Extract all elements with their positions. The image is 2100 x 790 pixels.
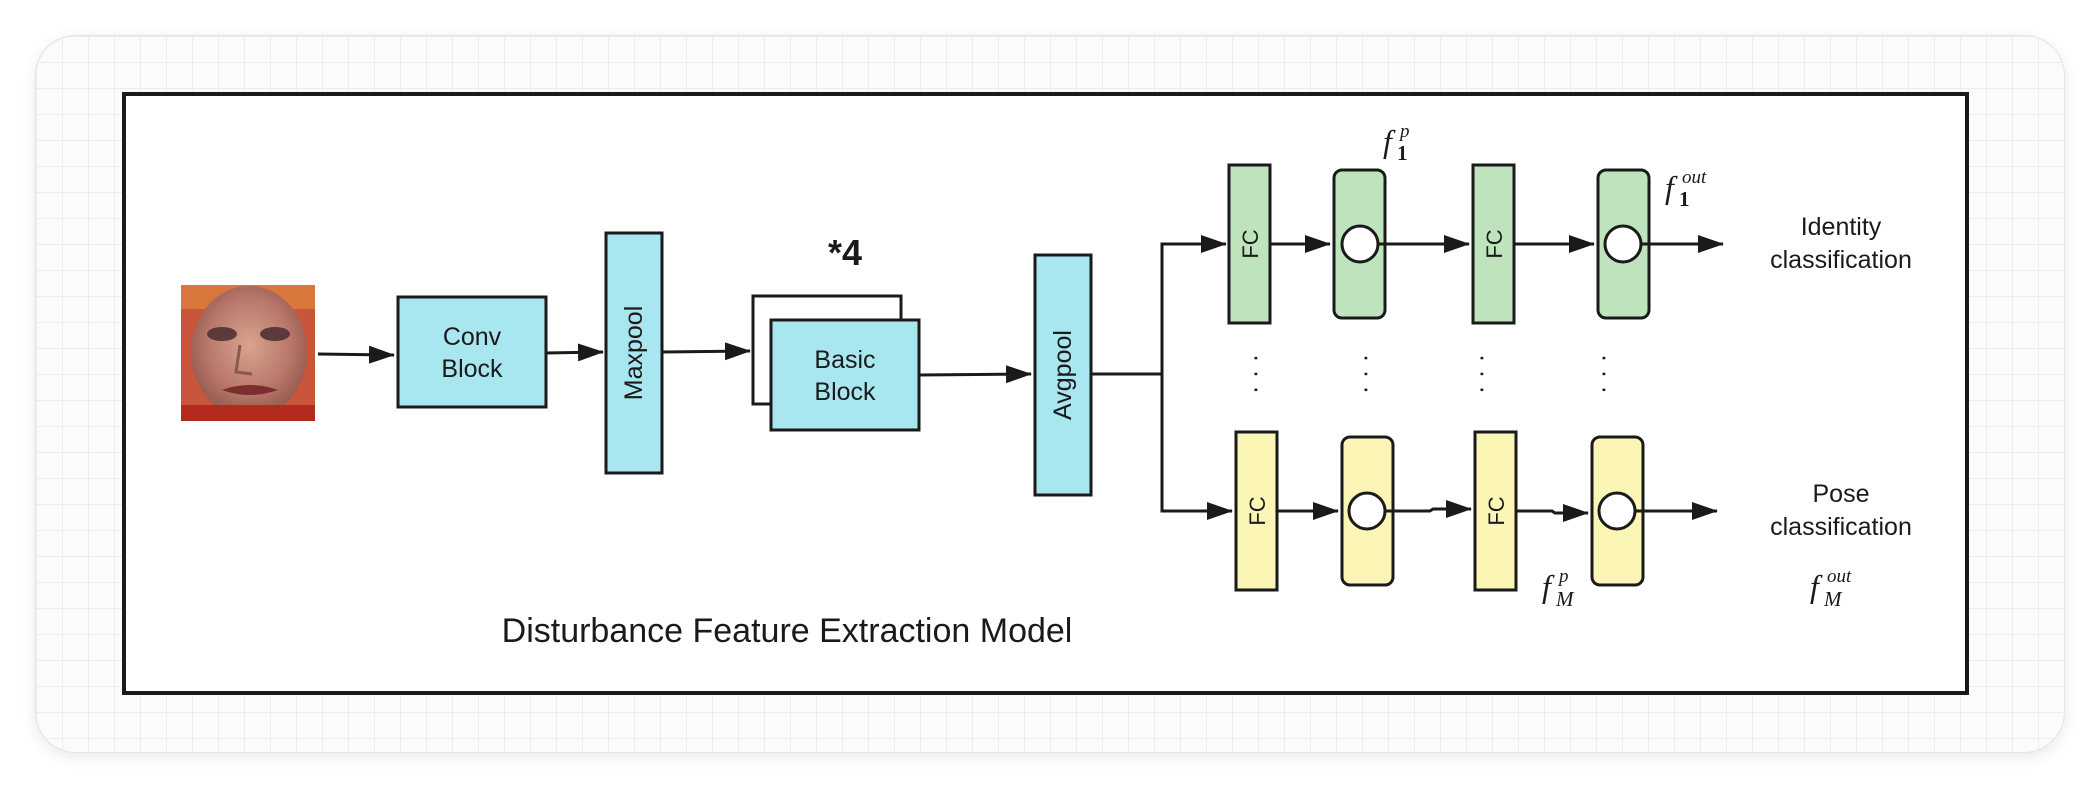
svg-text:f: f <box>1810 568 1823 604</box>
svg-text:p: p <box>1557 566 1569 587</box>
ellipsis-3: · · · <box>1469 354 1499 394</box>
svg-text:1: 1 <box>1397 141 1408 165</box>
pose-output-label-2: classification <box>1770 513 1912 541</box>
basic-block-stack: Basic Block *4 <box>751 232 921 432</box>
identity-output-label-2: classification <box>1770 246 1912 274</box>
svg-text:M: M <box>1555 587 1575 611</box>
pose-branch: FC FC <box>1234 430 1718 592</box>
arrow-avgpool-fc-top <box>1092 235 1227 376</box>
f1-out-label: f out 1 <box>1665 167 1707 211</box>
svg-text:p: p <box>1398 121 1410 142</box>
fc-bottom-2-label: FC <box>1484 496 1509 525</box>
svg-text:f: f <box>1542 568 1555 604</box>
avgpool-label: Avgpool <box>1049 330 1077 420</box>
pipeline-arrows <box>317 235 1233 520</box>
ellipsis-2: · · · <box>1353 354 1383 394</box>
repeat-count-label: *4 <box>828 232 862 273</box>
identity-output-label-1: Identity <box>1801 213 1882 241</box>
fM-p-label: f p M <box>1542 566 1575 611</box>
arrow-avgpool-fc-bottom <box>1160 374 1233 520</box>
conv-block: Conv Block <box>396 295 548 409</box>
pose-output-label-1: Pose <box>1813 480 1870 508</box>
arrow-bottom-fc2-neuron2 <box>1516 504 1589 522</box>
arrow-input-conv <box>317 345 395 364</box>
arrow-conv-maxpool <box>545 343 604 362</box>
maxpool-block: Maxpool <box>604 231 664 475</box>
face-photo-icon <box>181 285 315 421</box>
svg-text:f: f <box>1665 169 1678 205</box>
fc-top-2 <box>1471 163 1516 325</box>
svg-text:out: out <box>1827 566 1852 587</box>
conv-block-label-1: Conv <box>443 323 502 351</box>
conv-block-label-2: Block <box>441 355 503 383</box>
branch-ellipses: · · · · · · · · · · · · <box>1243 354 1621 394</box>
fc-top-2-label: FC <box>1482 229 1507 258</box>
neuron-bottom-1-node <box>1347 491 1387 531</box>
fc-bottom-1-label: FC <box>1245 496 1270 525</box>
basic-block-label-1: Basic <box>814 346 875 374</box>
neuron-top-2-node <box>1603 224 1643 264</box>
avgpool-block: Avgpool <box>1033 253 1093 497</box>
maxpool-label: Maxpool <box>620 306 648 401</box>
f1-p-label: f p 1 <box>1383 121 1410 165</box>
arrow-bottom-neuron1-fc2 <box>1385 500 1472 518</box>
ellipsis-1: · · · <box>1243 354 1273 394</box>
ellipsis-4: · · · <box>1591 354 1621 394</box>
svg-text:f: f <box>1383 123 1396 159</box>
neuron-top-1-node <box>1340 224 1380 264</box>
svg-text:out: out <box>1682 167 1707 188</box>
basic-block-front <box>769 318 921 432</box>
basic-block-label-2: Block <box>814 378 876 406</box>
identity-branch: FC FC <box>1227 163 1724 325</box>
arrow-maxpool-basic <box>662 342 751 361</box>
fM-out-label: f out M <box>1810 566 1852 611</box>
arrow-basic-avgpool <box>919 365 1032 384</box>
neuron-bottom-2-node <box>1597 491 1637 531</box>
svg-text:M: M <box>1823 587 1843 611</box>
fc-top-1-label: FC <box>1238 229 1263 258</box>
svg-text:1: 1 <box>1679 187 1690 211</box>
diagram-title: Disturbance Feature Extraction Model <box>502 612 1073 650</box>
